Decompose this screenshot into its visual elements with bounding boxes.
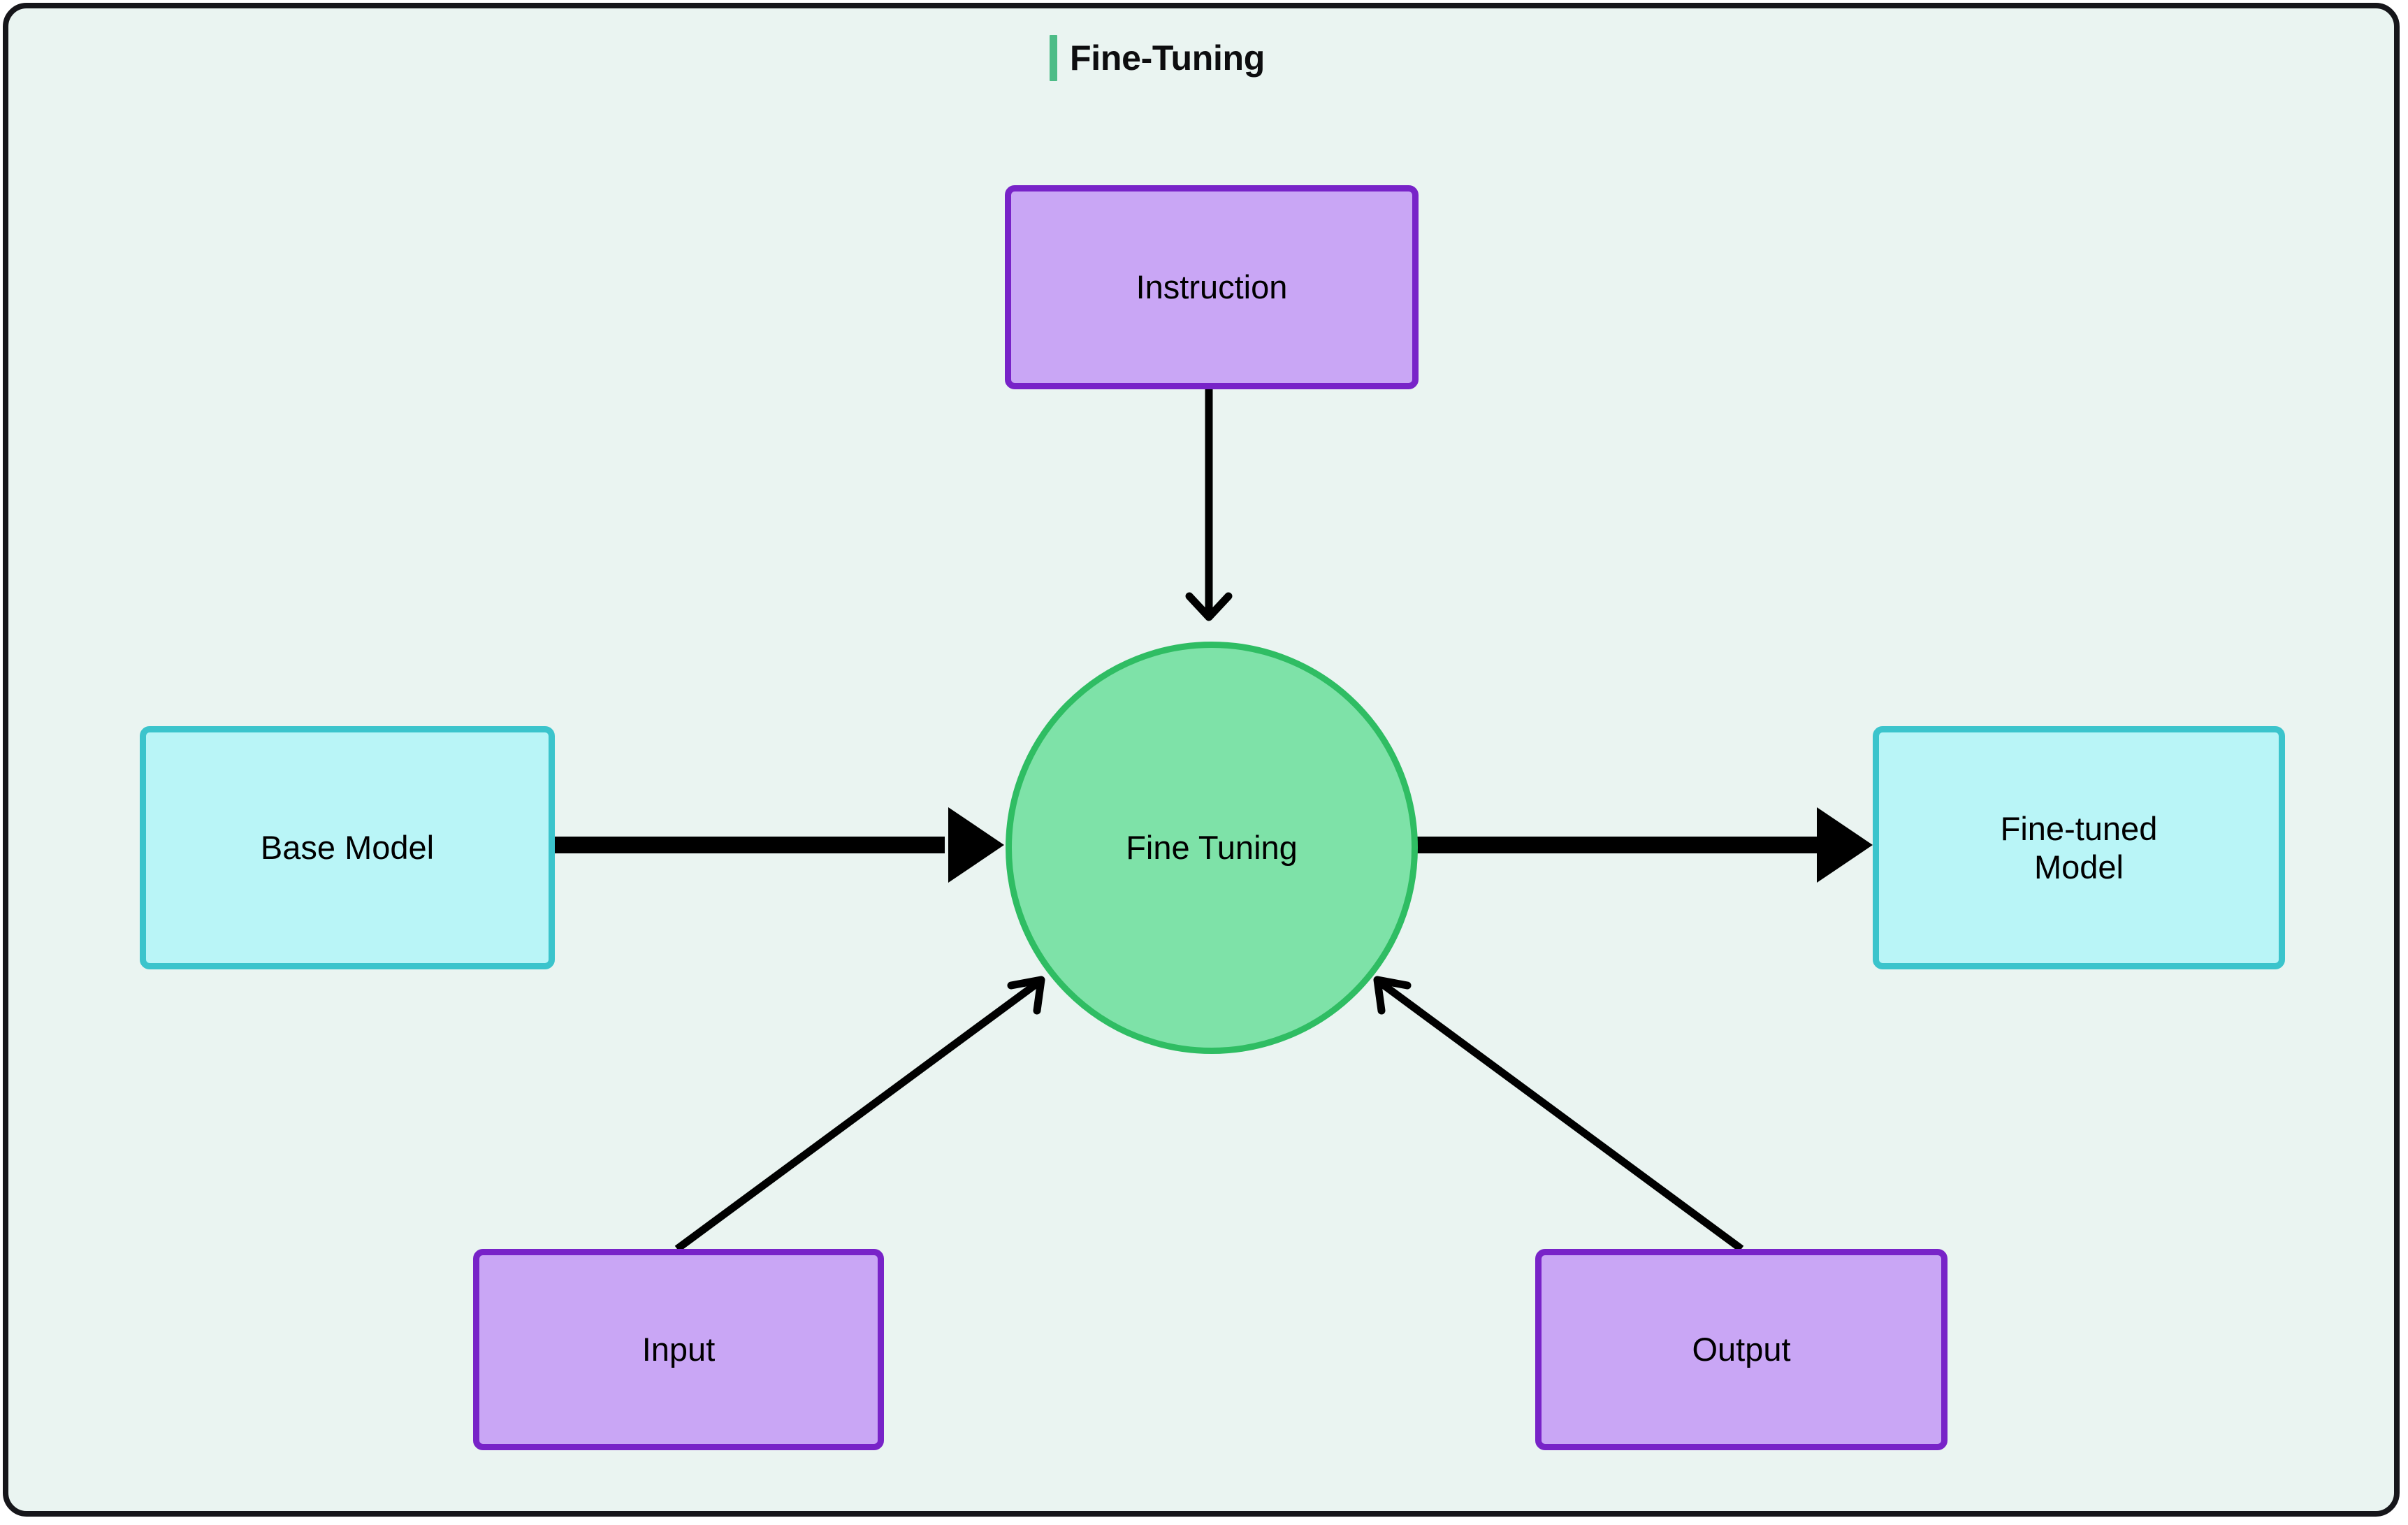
node-base-model[interactable]: Base Model [140, 726, 555, 969]
diagram-frame: Fine-Tuning [3, 3, 2400, 1517]
node-fine-tuning-label: Fine Tuning [1126, 829, 1298, 867]
node-base-model-label: Base Model [260, 829, 435, 867]
page-title: Fine-Tuning [1070, 38, 1265, 78]
edge-instruction-to-fine-tuning [1185, 386, 1233, 621]
node-instruction[interactable]: Instruction [1005, 185, 1419, 389]
diagram-title: Fine-Tuning [1050, 28, 1265, 88]
node-output[interactable]: Output [1535, 1249, 1948, 1450]
node-output-label: Output [1692, 1331, 1791, 1368]
edge-fine-tuning-to-finetuned [1416, 807, 1873, 883]
node-input-label: Input [641, 1331, 716, 1368]
edge-output-to-fine-tuning [1373, 976, 1744, 1252]
node-input[interactable]: Input [473, 1249, 884, 1450]
node-instruction-label: Instruction [1136, 268, 1288, 306]
node-finetuned-model[interactable]: Fine-tuned Model [1873, 726, 2285, 969]
edge-input-to-fine-tuning [674, 976, 1045, 1252]
edge-base-to-fine-tuning [553, 807, 1004, 883]
title-accent-bar [1050, 35, 1057, 81]
node-fine-tuning[interactable]: Fine Tuning [1006, 642, 1418, 1054]
node-finetuned-model-label: Fine-tuned Model [2000, 809, 2158, 886]
